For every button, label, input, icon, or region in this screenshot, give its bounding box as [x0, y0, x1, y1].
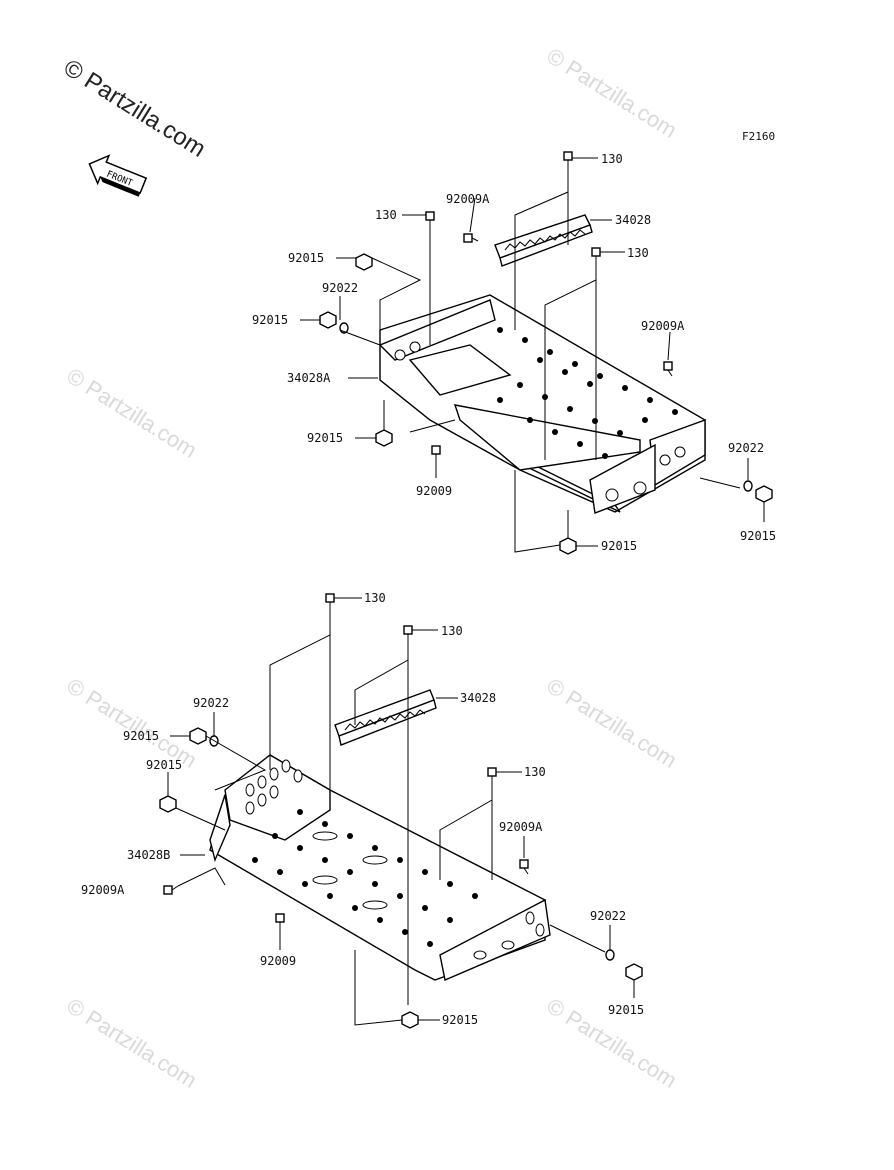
bolt-130-icon: [563, 151, 573, 168]
lower-leader-lines: [167, 597, 635, 1026]
part-label-34028: 34028: [615, 213, 651, 227]
part-label-130: 130: [441, 624, 463, 638]
part-label-130: 130: [601, 152, 623, 166]
part-label-34028A: 34028A: [287, 371, 331, 385]
nut-92015-icon: [355, 253, 373, 271]
part-label-92022: 92022: [322, 281, 358, 295]
upper-bracket-34028: [494, 214, 593, 267]
bolt-130-icon: [591, 247, 601, 264]
watermark-text: © Partzilla.com: [62, 993, 201, 1093]
washer-92022-icon: [605, 949, 615, 961]
part-label-130: 130: [524, 765, 546, 779]
lower-carrier-holes: [245, 759, 545, 960]
nut-92015-icon: [401, 1011, 419, 1029]
part-label-92022: 92022: [590, 909, 626, 923]
upper-carrier-holes: [394, 327, 686, 502]
part-label-92009: 92009: [260, 954, 296, 968]
nut-92015-icon: [755, 485, 773, 503]
part-label-92015: 92015: [601, 539, 637, 553]
part-label-92015: 92015: [288, 251, 324, 265]
nut-92015-icon: [625, 963, 643, 981]
nut-92015-icon: [319, 311, 337, 329]
nut-92015-icon: [375, 429, 393, 447]
watermark-text: © Partzilla.com: [542, 673, 681, 773]
upper-carrier-assembly: 130 130 130 92009A 34028 92015 92022 920…: [252, 151, 776, 555]
lower-carrier-assembly: 130 130 34028 92022 92015 92015 130 9200…: [81, 591, 644, 1029]
part-label-130: 130: [627, 246, 649, 260]
part-label-92015: 92015: [608, 1003, 644, 1017]
part-label-34028B: 34028B: [127, 848, 170, 862]
bolt-130-icon: [425, 211, 435, 228]
bolt-92009A-icon: [519, 859, 529, 875]
bolt-130-icon: [487, 767, 497, 784]
part-label-92015: 92015: [442, 1013, 478, 1027]
bolt-130-icon: [403, 625, 413, 642]
part-label-92015: 92015: [146, 758, 182, 772]
nut-92015-icon: [559, 537, 577, 555]
part-label-34028: 34028: [460, 691, 496, 705]
watermark-text: © Partzilla.com: [542, 43, 681, 143]
bolt-92009A-icon: [663, 361, 673, 377]
part-label-130: 130: [364, 591, 386, 605]
part-label-92022: 92022: [728, 441, 764, 455]
part-label-92009A: 92009A: [499, 820, 543, 834]
part-label-92015: 92015: [740, 529, 776, 543]
part-label-92009A: 92009A: [81, 883, 125, 897]
bolt-92009-icon: [431, 445, 441, 462]
upper-leader-lines: [300, 157, 765, 553]
watermark-text: © Partzilla.com: [62, 363, 201, 463]
part-label-92022: 92022: [193, 696, 229, 710]
bolt-92009A-icon: [163, 885, 179, 895]
part-label-92015: 92015: [252, 313, 288, 327]
part-label-92009A: 92009A: [446, 192, 490, 206]
lower-fasteners: [159, 593, 643, 1029]
part-label-92009A: 92009A: [641, 319, 685, 333]
part-label-92015: 92015: [307, 431, 343, 445]
copyright-watermark: © Partzilla.com: [59, 54, 210, 163]
diagram-code: F2160: [742, 130, 775, 143]
part-label-92009: 92009: [416, 484, 452, 498]
lower-bracket-34028: [334, 689, 437, 746]
bolt-92009-icon: [275, 913, 285, 930]
bolt-92009A-icon: [463, 233, 479, 243]
nut-92015-icon: [159, 795, 177, 813]
part-label-92015: 92015: [123, 729, 159, 743]
front-arrow-icon: FRONT: [88, 154, 148, 197]
part-label-130: 130: [375, 208, 397, 222]
washer-92022-icon: [743, 480, 753, 492]
lower-carrier-34028B: [209, 754, 551, 981]
upper-fasteners: [319, 151, 773, 555]
bolt-130-icon: [325, 593, 335, 610]
nut-92015-icon: [189, 727, 207, 745]
